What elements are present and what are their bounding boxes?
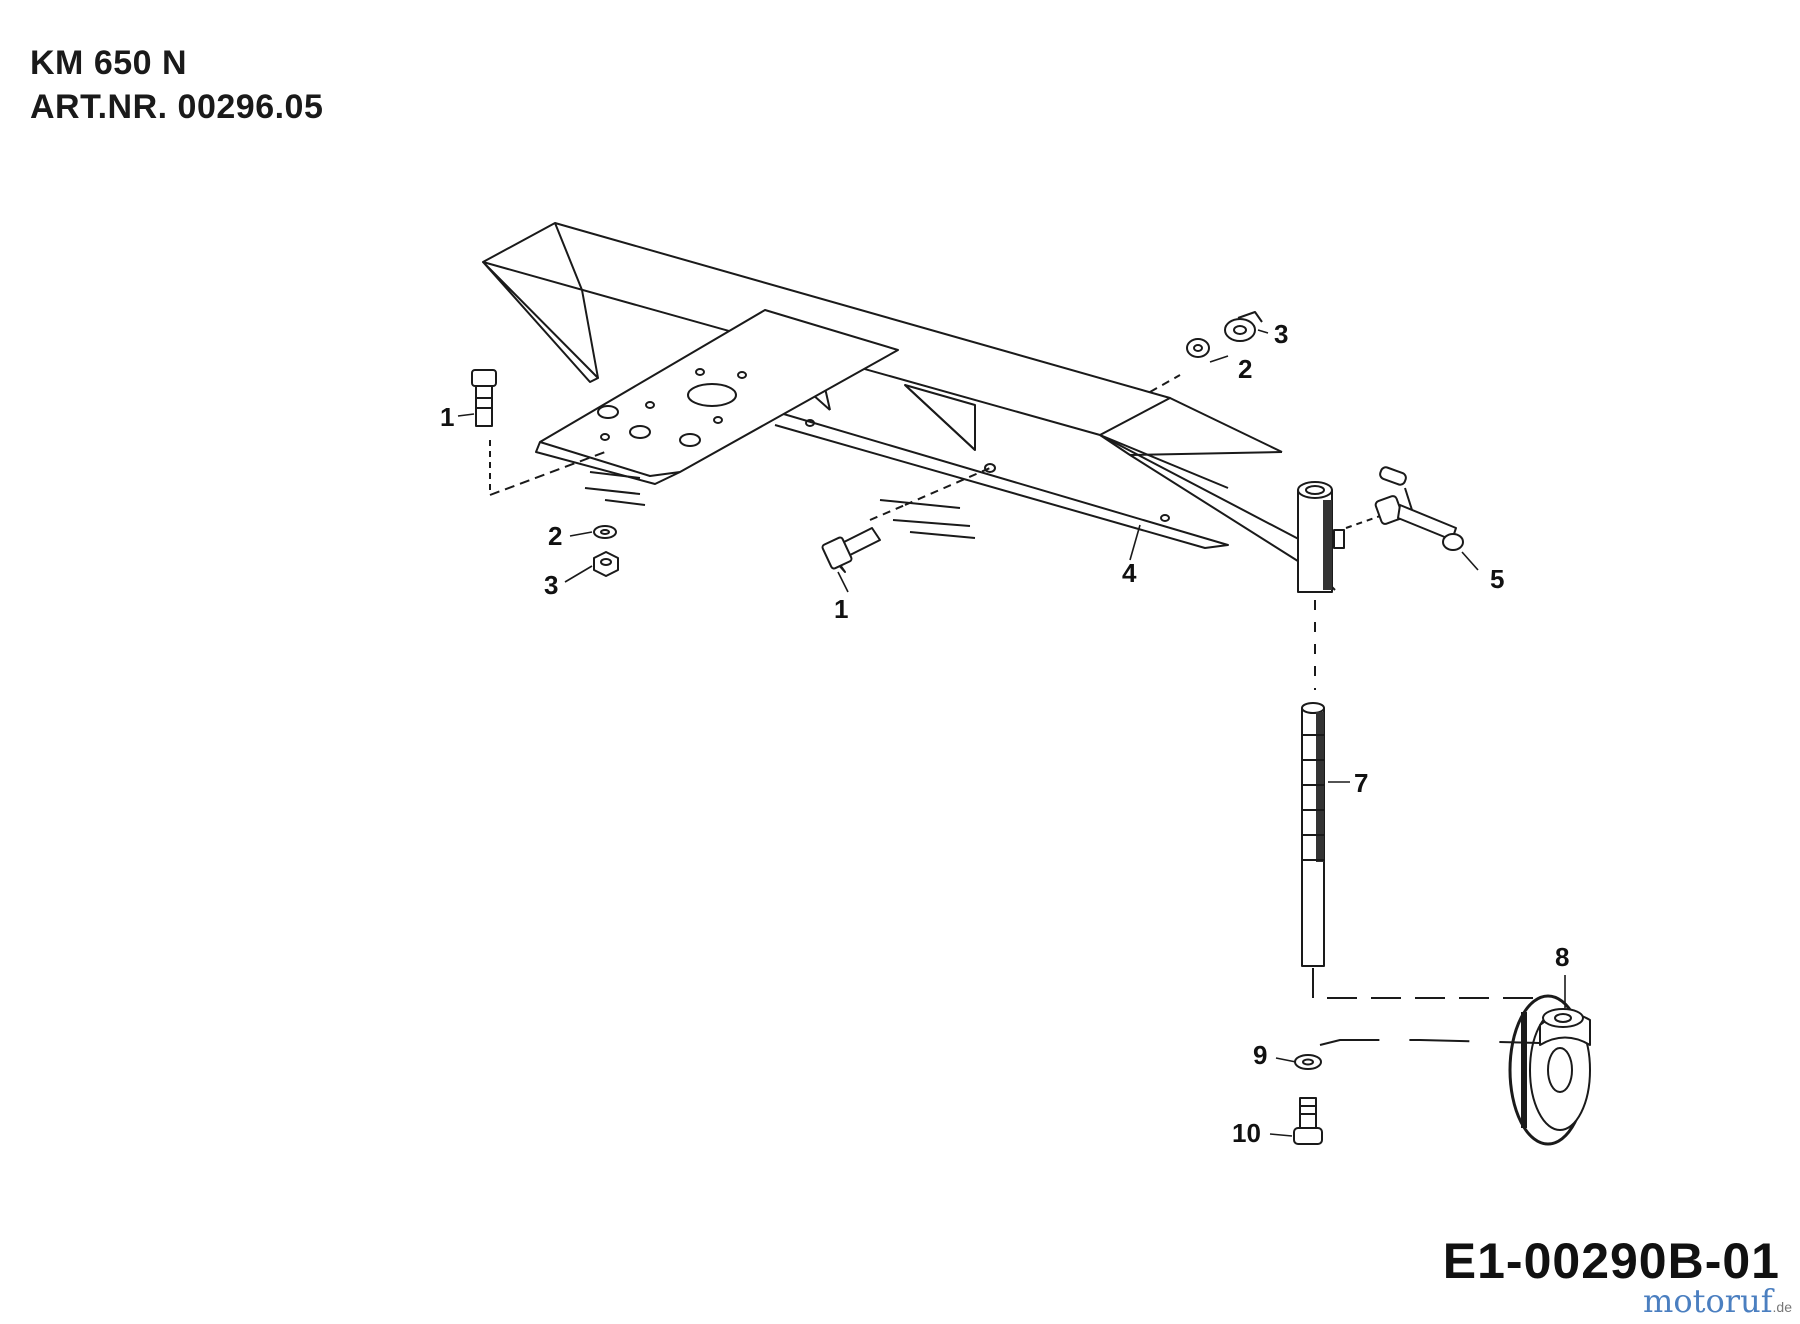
callout-4: 4 — [1122, 558, 1137, 588]
clamp-handle — [1345, 466, 1464, 551]
callout-2-right: 2 — [1238, 354, 1252, 384]
washer-nut-left — [593, 525, 619, 577]
watermark-text: motoruf — [1643, 1282, 1773, 1320]
threaded-rod — [1301, 702, 1550, 999]
washer-bolt-bottom — [1293, 1054, 1323, 1145]
callout-10: 10 — [1232, 1118, 1261, 1148]
callout-9: 9 — [1253, 1040, 1267, 1070]
callout-1-side: 1 — [834, 594, 848, 624]
callout-3-left: 3 — [544, 570, 558, 600]
callout-8: 8 — [1555, 942, 1569, 972]
callout-5: 5 — [1490, 564, 1504, 594]
castor-wheel — [1319, 994, 1591, 1146]
leader-lines — [457, 329, 1566, 1137]
callout-7: 7 — [1354, 768, 1368, 798]
bolt-side — [821, 467, 991, 573]
article-number: ART.NR. 00296.05 — [30, 88, 324, 126]
watermark-tld: .de — [1772, 1299, 1792, 1315]
callout-3-right: 3 — [1274, 319, 1288, 349]
watermark-logo: motoruf.de — [1643, 1282, 1792, 1320]
bolt-left — [471, 369, 646, 506]
model-title: KM 650 N — [30, 44, 188, 82]
washer-nut-right — [1186, 311, 1263, 358]
callout-2-left: 2 — [548, 521, 562, 551]
document-id: E1-00290B-01 — [1442, 1233, 1780, 1289]
vertical-tube — [1297, 481, 1345, 690]
callout-1-left: 1 — [440, 402, 454, 432]
mounting-plate — [535, 309, 1170, 522]
